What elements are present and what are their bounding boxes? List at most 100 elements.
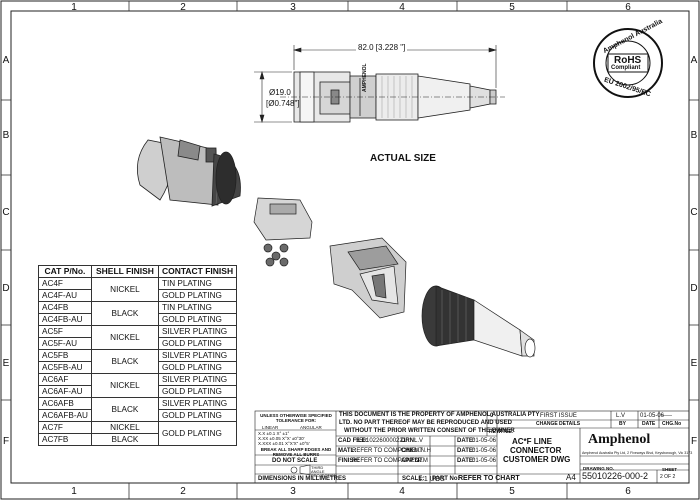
third-angle-label: THIRD ANGLE PROJECTION: [311, 465, 337, 478]
table-row: AC4F NICKEL TIN PLATING: [38, 277, 238, 302]
zone-col-4-bottom: 4: [399, 486, 405, 497]
shell-cell: BLACK: [90, 349, 159, 374]
rev-date: 01-05-06: [640, 413, 665, 419]
tolerance-line-1: X.X ±0.1 X° ±1°: [258, 431, 290, 436]
cad-file-value: 550102260000221: [356, 438, 407, 444]
cad-file-label: CAD FILE:: [338, 438, 368, 444]
third-angle-symbol: [290, 464, 311, 476]
material-label: MATL:: [338, 448, 357, 454]
contact-cell: GOLD PLATING: [157, 337, 238, 350]
cat-part-cell: AC5F-AU: [38, 337, 92, 350]
zone-col-2-bottom: 2: [180, 486, 186, 497]
shell-cell: BLACK: [90, 433, 159, 446]
zone-col-5-bottom: 5: [509, 486, 515, 497]
date-value-2: 01-05-06: [472, 448, 497, 454]
zone-row-d-right: D: [690, 283, 698, 294]
table-row: AC7FB BLACK: [38, 433, 237, 446]
cat-part-table: CAT P/No. SHELL FINISH CONTACT FINISH AC…: [38, 265, 238, 446]
table-row: AC5FB BLACK SILVER PLATING: [38, 349, 238, 374]
zone-col-1: 1: [71, 2, 77, 13]
diameter-inch-label: [Ø0.748"]: [266, 99, 300, 108]
finish-value: REFER TO COMPONENT: [352, 458, 423, 464]
rev-description: FIRST ISSUE: [540, 413, 577, 419]
zone-row-b-right: B: [690, 130, 698, 141]
approved-label: APP'D:: [401, 458, 422, 464]
date-label-1: DATE:: [457, 438, 475, 444]
sheet-label: SHEET: [662, 467, 678, 472]
change-no-header: CHG.No: [662, 421, 682, 427]
zone-col-3-bottom: 3: [290, 486, 296, 497]
do-not-scale-note: DO NOT SCALE: [272, 458, 318, 464]
cat-part-cell: AC4F: [38, 277, 92, 290]
engraving-text: AMPHENOL: [362, 63, 368, 92]
date-value-3: 01-05-06: [472, 458, 497, 464]
table-row: AC5F NICKEL SILVER PLATING: [38, 325, 238, 350]
shell-cell: NICKEL: [90, 277, 159, 302]
contact-cell: GOLD PLATING: [157, 409, 238, 422]
table-row: AC6AF NICKEL SILVER PLATING: [38, 373, 238, 398]
zone-row-d: D: [2, 283, 10, 294]
tolerance-line-3: X.XXX ±0.01 X°X'X" ±0°5': [258, 441, 310, 446]
exploded-clamp: [329, 237, 407, 319]
date-label-3: DATE:: [457, 458, 475, 464]
zone-row-e-right: E: [690, 358, 698, 369]
amphenol-logo: Amphenol: [588, 432, 651, 447]
diameter-dimension: [254, 70, 292, 124]
contact-cell: SILVER PLATING: [157, 325, 238, 338]
cat-part-cell: AC6AFB-AU: [38, 409, 92, 422]
zone-row-a-right: A: [690, 55, 698, 66]
contact-cell: GOLD PLATING: [157, 313, 238, 326]
cat-part-cell: AC5FB-AU: [38, 361, 92, 374]
part-no-value: REFER TO CHART: [458, 475, 520, 482]
drawing-title-line-2: CONNECTOR: [510, 446, 562, 455]
rev-by: L.V: [616, 413, 626, 419]
zone-row-e: E: [2, 358, 10, 369]
cat-part-cell: AC7FB: [38, 433, 92, 446]
date-value-1: 01-05-06: [472, 438, 497, 444]
sheet-size: A4: [566, 473, 576, 482]
tolerance-line-2: X.XX ±0.05 X°X' ±0°30': [258, 436, 305, 441]
contact-cell: GOLD PLATING: [157, 361, 238, 374]
material-value: REFER TO COMPONENT: [352, 448, 423, 454]
contact-cell: SILVER PLATING: [157, 397, 238, 410]
zone-row-b: B: [2, 130, 10, 141]
drawing-title-line-3: CUSTOMER DWG: [503, 455, 571, 464]
shell-cell: BLACK: [90, 301, 159, 326]
cat-part-cell: AC5FB: [38, 349, 92, 362]
zone-row-a: A: [2, 55, 10, 66]
zone-row-c-right: C: [690, 207, 698, 218]
amphenol-address: Amphenol Australia Pty Ltd, 2 Fiveways B…: [582, 451, 693, 455]
zone-col-3: 3: [290, 2, 296, 13]
header-shell-finish: SHELL FINISH: [90, 265, 159, 278]
rev-label: REV.: [489, 429, 501, 435]
contact-cell: GOLD PLATING: [157, 421, 238, 446]
contact-cell: SILVER PLATING: [157, 373, 238, 386]
change-details-header: CHANGE DETAILS: [536, 421, 581, 427]
shell-cell: NICKEL: [90, 421, 159, 434]
shell-cell: BLACK: [90, 397, 159, 422]
table-header-row: CAT P/No. SHELL FINISH CONTACT FINISH: [38, 265, 238, 278]
finish-label: FINISH:: [338, 458, 360, 464]
header-contact-finish: CONTACT FINISH: [157, 265, 238, 278]
scale-value: 1:1 UOS: [418, 476, 445, 483]
scale-label: SCALE:: [402, 476, 425, 482]
shell-cell: NICKEL: [90, 373, 159, 398]
cat-part-cell: AC6AF: [38, 373, 92, 386]
title-label: TITLE:: [498, 429, 514, 435]
checked-value: M.N.H: [414, 448, 431, 454]
contact-cell: SILVER PLATING: [157, 349, 238, 362]
rohs-compliant-text: Compliant: [611, 65, 641, 71]
length-dimension-label: 82.0 [3.228 "]: [356, 43, 408, 52]
actual-size-label: ACTUAL SIZE: [370, 153, 436, 164]
drawing-title-line-1: AC*F LINE: [512, 437, 552, 446]
zone-col-4: 4: [399, 2, 405, 13]
cat-part-cell: AC4FB: [38, 301, 92, 314]
zone-col-5: 5: [509, 2, 515, 13]
property-line-3: WITHOUT THE PRIOR WRITTEN CONSENT OF THE…: [344, 428, 515, 434]
drawn-value: L.V: [414, 438, 424, 444]
zone-col-2: 2: [180, 2, 186, 13]
drawing-no-label: DRAWING NO.: [583, 466, 614, 471]
exploded-boot: [421, 285, 536, 358]
